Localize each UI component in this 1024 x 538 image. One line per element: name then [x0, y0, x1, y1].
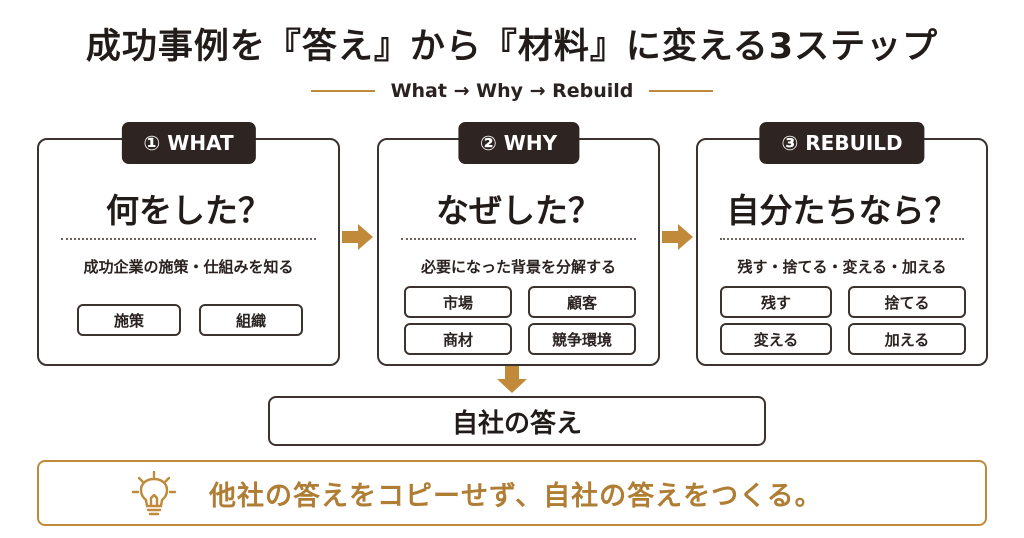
item-pill: 競争環境 — [528, 323, 636, 355]
answer-box: 自社の答え — [268, 396, 766, 446]
step-description: 成功企業の施策・仕組みを知る — [83, 258, 294, 276]
step-card-why: ② WHY なぜした？ 必要になった背景を分解する 市場 顧客 商材 競争環境 — [377, 122, 660, 366]
banner-message: 他社の答えをコピーせず、自社の答えをつくる。 — [209, 480, 823, 512]
item-pill: 商材 — [404, 323, 512, 355]
lightbulb-icon — [131, 470, 177, 516]
subtitle-row: What → Why → Rebuild — [0, 80, 1024, 102]
step-card-what: ① WHAT 何をした？ 成功企業の施策・仕組みを知る 施策 組織 — [37, 122, 340, 366]
arrow-down-icon — [497, 366, 527, 393]
subtitle-line-right — [649, 90, 714, 92]
subtitle: What → Why → Rebuild — [390, 80, 634, 102]
page-title: 成功事例を『答え』から『材料』に変える3ステップ — [85, 27, 939, 67]
item-pill: 顧客 — [528, 286, 636, 318]
dotted-divider — [720, 238, 964, 240]
item-pill: 変える — [720, 323, 832, 355]
subtitle-line-left — [310, 90, 375, 92]
step-description: 必要になった背景を分解する — [420, 258, 616, 276]
step-card-rebuild: ③ REBUILD 自分たちなら？ 残す・捨てる・変える・加える 残す 捨てる … — [696, 122, 988, 366]
step-question: なぜした？ — [436, 191, 601, 230]
step-question: 何をした？ — [106, 191, 271, 230]
message-banner: 他社の答えをコピーせず、自社の答えをつくる。 — [37, 460, 987, 526]
arrow-right-icon — [662, 224, 693, 250]
step-badge: ② WHY — [457, 122, 580, 164]
item-pill: 残す — [720, 286, 832, 318]
step-question: 自分たちなら？ — [726, 191, 958, 230]
step-description: 残す・捨てる・変える・加える — [737, 258, 947, 276]
step-badge: ① WHAT — [121, 122, 256, 164]
item-pill: 市場 — [404, 286, 512, 318]
dotted-divider — [61, 238, 316, 240]
item-pill: 捨てる — [848, 286, 966, 318]
step-badge: ③ REBUILD — [759, 122, 925, 164]
item-pill: 組織 — [199, 304, 303, 336]
dotted-divider — [401, 238, 636, 240]
item-pill: 加える — [848, 323, 966, 355]
item-pill: 施策 — [77, 304, 181, 336]
arrow-right-icon — [342, 224, 373, 250]
